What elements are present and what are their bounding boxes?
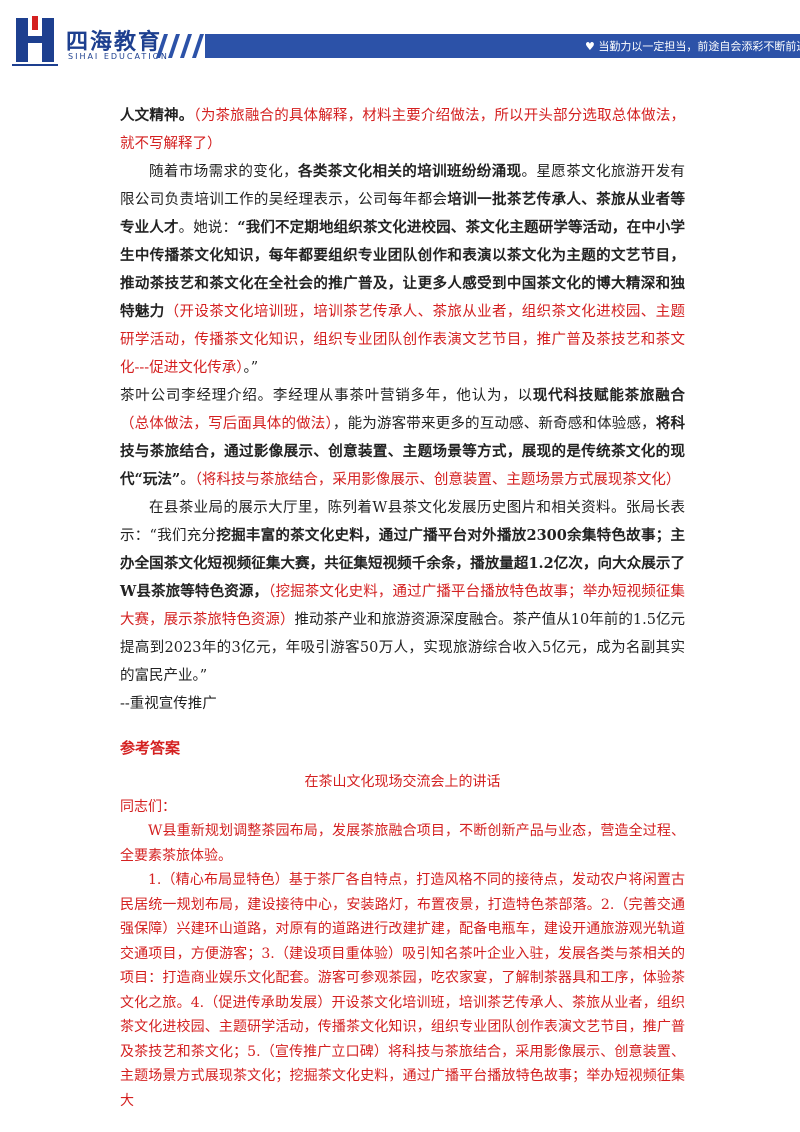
bold-text: “我们不定期地组织茶文化进校园、茶文化主题研学等活动，在中小学生中传播茶文化知识… [120, 219, 686, 320]
text: 推动茶产业和旅游资源深度融合。茶产值从10年前的1.5亿元提高到2023年的3亿… [120, 612, 685, 684]
logo-subtext: SIHAI EDUCATION [68, 52, 169, 61]
bold-text: 各类茶文化相关的培训班纷纷涌现 [298, 163, 522, 180]
annotation: （开设茶文化培训班，培训茶艺传承人、茶旅从业者，组织茶文化进校园、主题研学活动，… [120, 304, 686, 376]
text: 茶叶公司李经理介绍。李经理从事茶叶营销多年，他认为，以 [120, 388, 533, 404]
bold-text: 挖掘丰富的茶文化史料，通过广播平台对外播放2300余集特色故事；主办全国茶文化短… [120, 527, 685, 600]
paragraph-4: 在县茶业局的展示大厅里，陈列着W县茶文化发展历史图片和相关资料。张局长表示：“我… [120, 494, 685, 690]
text: 。她说： [178, 220, 238, 236]
bold-text: 培训一批茶艺传承人、茶旅从业者等专业人才 [120, 191, 686, 236]
header-band [205, 34, 800, 58]
answer-intro: W县重新规划调整茶园布局，发展茶旅融合项目，不断创新产品与业态，营造全过程、全要… [120, 823, 685, 864]
document-body: 人文精神。（为茶旅融合的具体解释，材料主要介绍做法，所以开头部分选取总体做法，就… [120, 102, 685, 1113]
header-slogan: ♥ 当勤力以一定担当，前途自会添彩不断前进！ [585, 40, 800, 53]
logo-stripes [156, 34, 204, 58]
paragraph-1: 人文精神。（为茶旅融合的具体解释，材料主要介绍做法，所以开头部分选取总体做法，就… [120, 102, 685, 158]
answer-salutation: 同志们： [120, 798, 176, 815]
paragraph-4-tail: --重视宣传推广 [120, 696, 217, 712]
text: 在县茶业局的展示大厅里，陈列着W县茶文化发展历史图片和相关资料。张局长表示：“我… [120, 500, 685, 544]
bold-text: 将科技与茶旅结合，通过影像展示、创意装置、主题场景等方式，展现的是传统茶文化的现… [120, 415, 686, 488]
text: 。 [180, 472, 195, 488]
annotation: （总体做法，写后面具体的做法） [120, 416, 333, 432]
bold-text: 现代科技赋能茶旅融合 [532, 387, 685, 404]
paragraph-3: 茶叶公司李经理介绍。李经理从事茶叶营销多年，他认为，以现代科技赋能茶旅融合 （总体… [120, 382, 685, 494]
logo-icon [12, 16, 58, 66]
text: 。” [243, 360, 259, 376]
answer-block: 在茶山文化现场交流会上的讲话 同志们： W县重新规划调整茶园布局，发展茶旅融合项… [120, 770, 685, 1113]
annotation: （为茶旅融合的具体解释，材料主要介绍做法，所以开头部分选取总体做法，就不写解释了… [120, 108, 685, 152]
answer-body: 1.（精心布局显特色）基于茶厂各自特点，打造风格不同的接待点，发动农户将闲置古民… [120, 872, 685, 1109]
answer-title: 在茶山文化现场交流会上的讲话 [304, 774, 501, 790]
answer-heading: 参考答案 [120, 739, 181, 757]
annotation: （将科技与茶旅结合，采用影像展示、创意装置、主题场景方式展现茶文化） [194, 472, 681, 488]
text: ，能为游客带来更多的互动感、新奇感和体验感， [332, 416, 656, 432]
bold-text: 人文精神。 [120, 107, 194, 124]
annotation: （挖掘茶文化史料，通过广播平台播放特色故事；举办短视频征集大赛，展示茶旅特色资源… [120, 584, 685, 628]
page-header: 四海教育 SIHAI EDUCATION ♥ 当勤力以一定担当，前途自会添彩不断… [0, 0, 800, 80]
logo-text: 四海教育 [66, 30, 163, 55]
text: 。星愿茶文化旅游开发有限公司负责培训工作的吴经理表示，公司每年都会 [120, 164, 685, 208]
paragraph-2: 随着市场需求的变化，各类茶文化相关的培训班纷纷涌现。星愿茶文化旅游开发有限公司负… [120, 158, 685, 382]
text: 随着市场需求的变化， [149, 164, 298, 180]
